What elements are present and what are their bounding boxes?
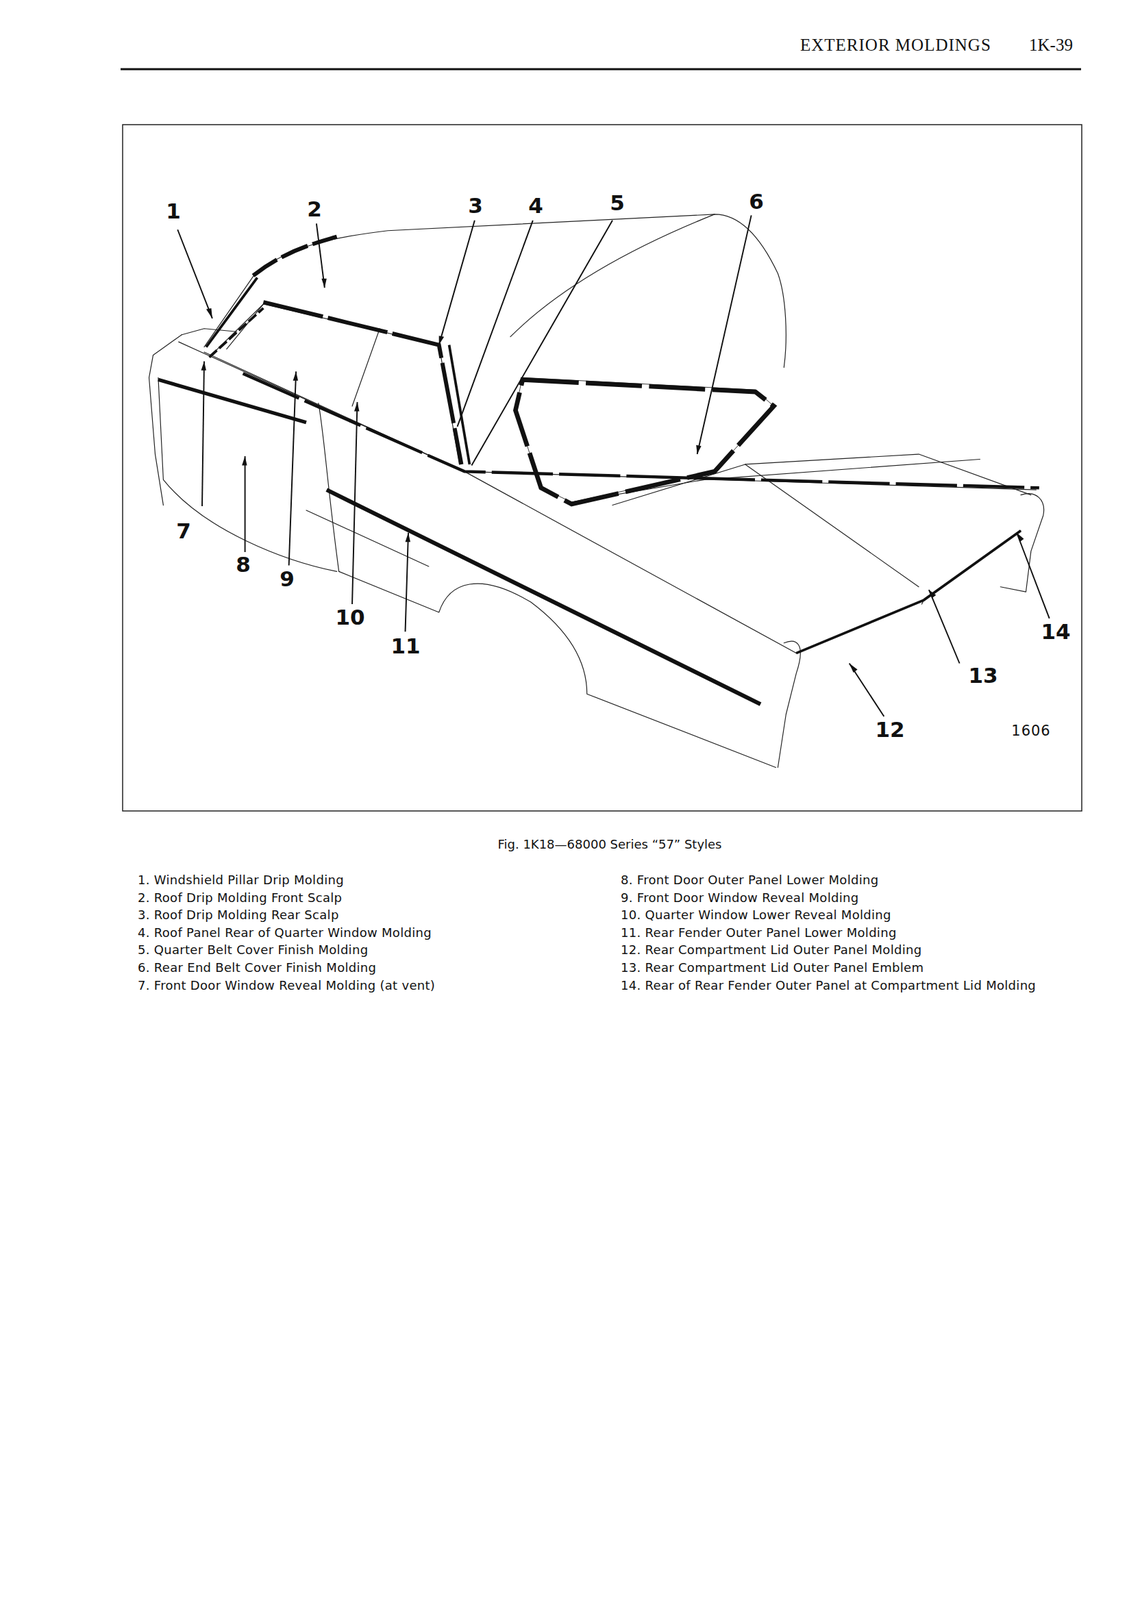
header-rule xyxy=(120,68,1082,71)
parts-list-item: 4. Roof Panel Rear of Quarter Window Mol… xyxy=(137,925,432,940)
callout-number: 2 xyxy=(305,196,324,222)
parts-list-item: 8. Front Door Outer Panel Lower Molding xyxy=(620,872,879,888)
car-body xyxy=(149,214,1045,768)
parts-list-item: 3. Roof Drip Molding Rear Scalp xyxy=(137,907,340,923)
callout-number: 5 xyxy=(608,190,627,216)
callout-number: 6 xyxy=(747,189,766,214)
figure-number: 1606 xyxy=(1011,722,1051,740)
page-header-title: EXTERIOR MOLDINGS xyxy=(800,35,992,55)
parts-list-item: 7. Front Door Window Reveal Molding (at … xyxy=(137,978,436,993)
page-number: 1K-39 xyxy=(1029,35,1073,55)
parts-list-item: 9. Front Door Window Reveal Molding xyxy=(620,890,859,906)
parts-list-item: 10. Quarter Window Lower Reveal Molding xyxy=(620,907,892,923)
callout-number: 1 xyxy=(164,198,183,224)
parts-list-item: 5. Quarter Belt Cover Finish Molding xyxy=(137,942,368,958)
parts-list-item: 14. Rear of Rear Fender Outer Panel at C… xyxy=(620,978,1036,993)
figure-frame xyxy=(122,124,1082,812)
parts-list-item: 12. Rear Compartment Lid Outer Panel Mol… xyxy=(620,942,922,958)
leader-arrowheads xyxy=(201,278,1025,673)
molding-strips xyxy=(158,237,1040,705)
callout-number: 9 xyxy=(278,566,296,592)
parts-list-item: 11. Rear Fender Outer Panel Lower Moldin… xyxy=(620,925,897,940)
callout-number: 3 xyxy=(466,193,485,218)
callout-number: 7 xyxy=(174,518,193,544)
callout-number: 14 xyxy=(1039,619,1072,644)
parts-list-item: 2. Roof Drip Molding Front Scalp xyxy=(137,890,342,906)
parts-list-item: 13. Rear Compartment Lid Outer Panel Emb… xyxy=(620,960,924,975)
callout-number: 10 xyxy=(333,604,366,630)
figure-caption: Fig. 1K18—68000 Series “57” Styles xyxy=(498,837,723,852)
parts-list-item: 1. Windshield Pillar Drip Molding xyxy=(137,872,344,888)
callout-number: 8 xyxy=(234,552,253,577)
leader-lines xyxy=(177,215,1049,717)
callout-number: 4 xyxy=(526,193,545,218)
callout-number: 13 xyxy=(966,663,999,688)
parts-list-item: 6. Rear End Belt Cover Finish Molding xyxy=(137,960,377,975)
callout-number: 12 xyxy=(873,717,906,742)
callout-number: 11 xyxy=(389,633,422,659)
